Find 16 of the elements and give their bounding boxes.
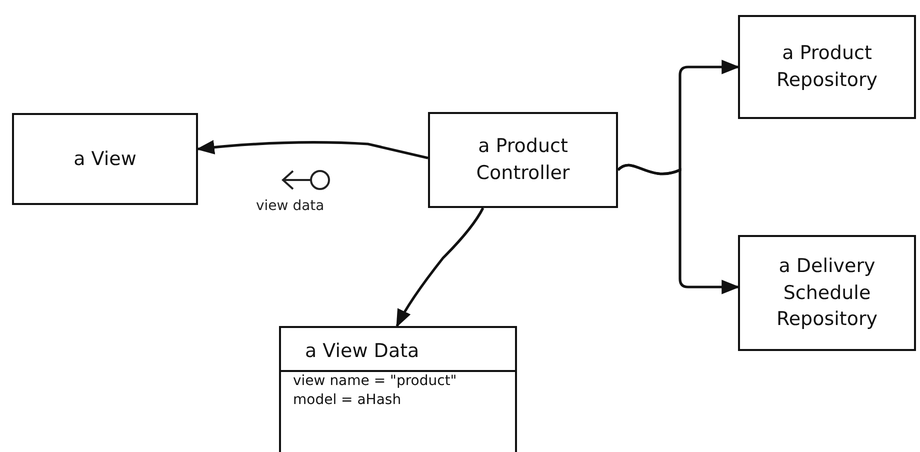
arrow xyxy=(196,140,428,160)
arrow xyxy=(617,164,740,294)
object-box xyxy=(738,15,916,119)
node-label: a Product Repository xyxy=(775,41,879,93)
attribute-text: model = aHash xyxy=(292,390,402,410)
node-label: a View xyxy=(74,146,136,172)
arrow xyxy=(396,207,484,328)
node-label: a Delivery Schedule Repository xyxy=(775,254,879,332)
object-box xyxy=(428,112,618,208)
object-box xyxy=(12,113,198,205)
interface-label: view data xyxy=(256,198,324,214)
object-box xyxy=(738,235,916,351)
class-name: a View Data xyxy=(281,328,515,372)
attribute-text: view name = "product" xyxy=(292,372,458,391)
node-label: a Product Controller xyxy=(475,134,571,186)
class-box xyxy=(279,326,517,452)
